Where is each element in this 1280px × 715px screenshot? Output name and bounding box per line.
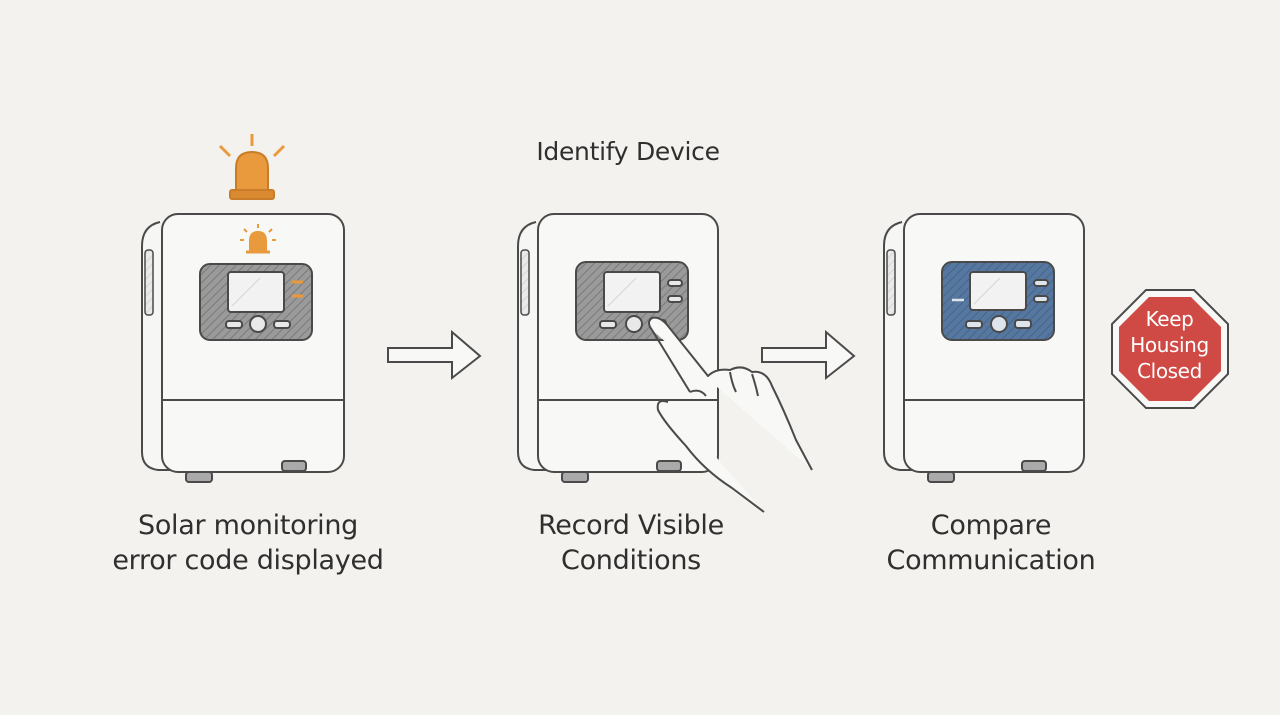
stop-sign-line2: Housing <box>1130 333 1209 357</box>
small-alarm-icon <box>240 224 276 254</box>
device-1 <box>141 213 345 483</box>
arrow-right-icon <box>761 329 856 381</box>
step-2-caption: Record Visible Conditions <box>461 508 801 578</box>
step-2-caption-line1: Record Visible <box>538 510 724 541</box>
step-2-caption-line2: Conditions <box>561 545 701 576</box>
step-3-caption: Compare Communication <box>821 508 1161 578</box>
pointing-hand-icon <box>648 316 813 513</box>
step-1-caption: Solar monitoring error code displayed <box>78 508 418 578</box>
diagram-title: Identify Device <box>536 137 720 166</box>
step-1-caption-line1: Solar monitoring <box>138 510 358 541</box>
step-3-caption-line2: Communication <box>886 545 1096 576</box>
stop-sign-icon <box>1111 289 1229 409</box>
stop-sign-line1: Keep <box>1145 307 1194 331</box>
device-3 <box>883 213 1085 483</box>
arrow-right-icon <box>387 329 482 381</box>
stop-sign-text: Keep Housing Closed <box>1112 306 1227 384</box>
stop-sign-line3: Closed <box>1137 359 1202 383</box>
alarm-beacon-icon <box>218 134 286 200</box>
step-3-caption-line1: Compare <box>930 510 1052 541</box>
step-1-caption-line2: error code displayed <box>112 545 384 576</box>
